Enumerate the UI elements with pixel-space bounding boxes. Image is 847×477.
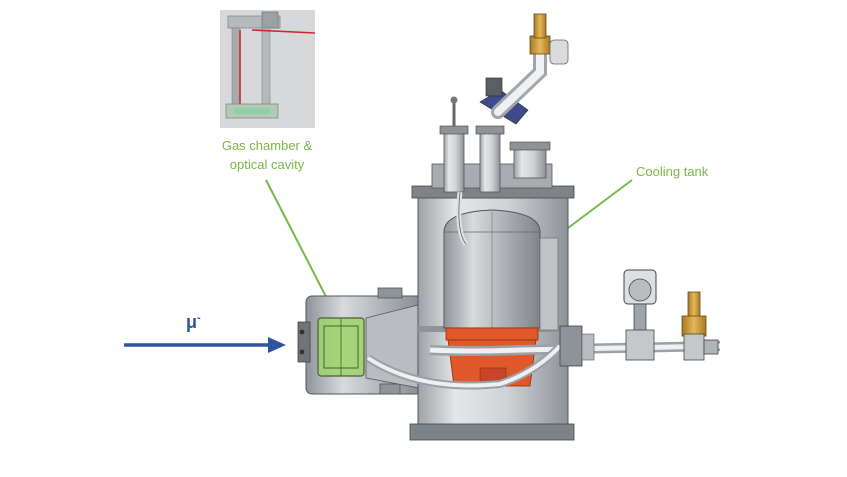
outlet-pipe: [365, 325, 721, 390]
gas-chamber-label-line1: Gas chamber &: [221, 138, 313, 153]
top-feedthroughs: [439, 96, 551, 246]
cooling-tank: [443, 209, 559, 331]
gas-chamber-label-line2: optical cavity: [229, 157, 305, 172]
gas-chamber-inset-photo: [220, 10, 316, 128]
elbow-valve-icon: [491, 13, 569, 119]
muon-label: μ-: [186, 312, 201, 333]
gas-chamber-label: Gas chamber & optical cavity: [202, 136, 332, 174]
valve-icon: [681, 291, 719, 361]
cooling-tank-label: Cooling tank: [636, 162, 736, 181]
gas-chamber: [317, 317, 365, 377]
beam-arrow-icon: [124, 337, 286, 353]
pressure-gauge-icon: [623, 269, 657, 361]
muon-charge: -: [197, 312, 201, 324]
muon-symbol: μ: [186, 312, 198, 332]
cooling-tank-label-text: Cooling tank: [636, 164, 709, 179]
